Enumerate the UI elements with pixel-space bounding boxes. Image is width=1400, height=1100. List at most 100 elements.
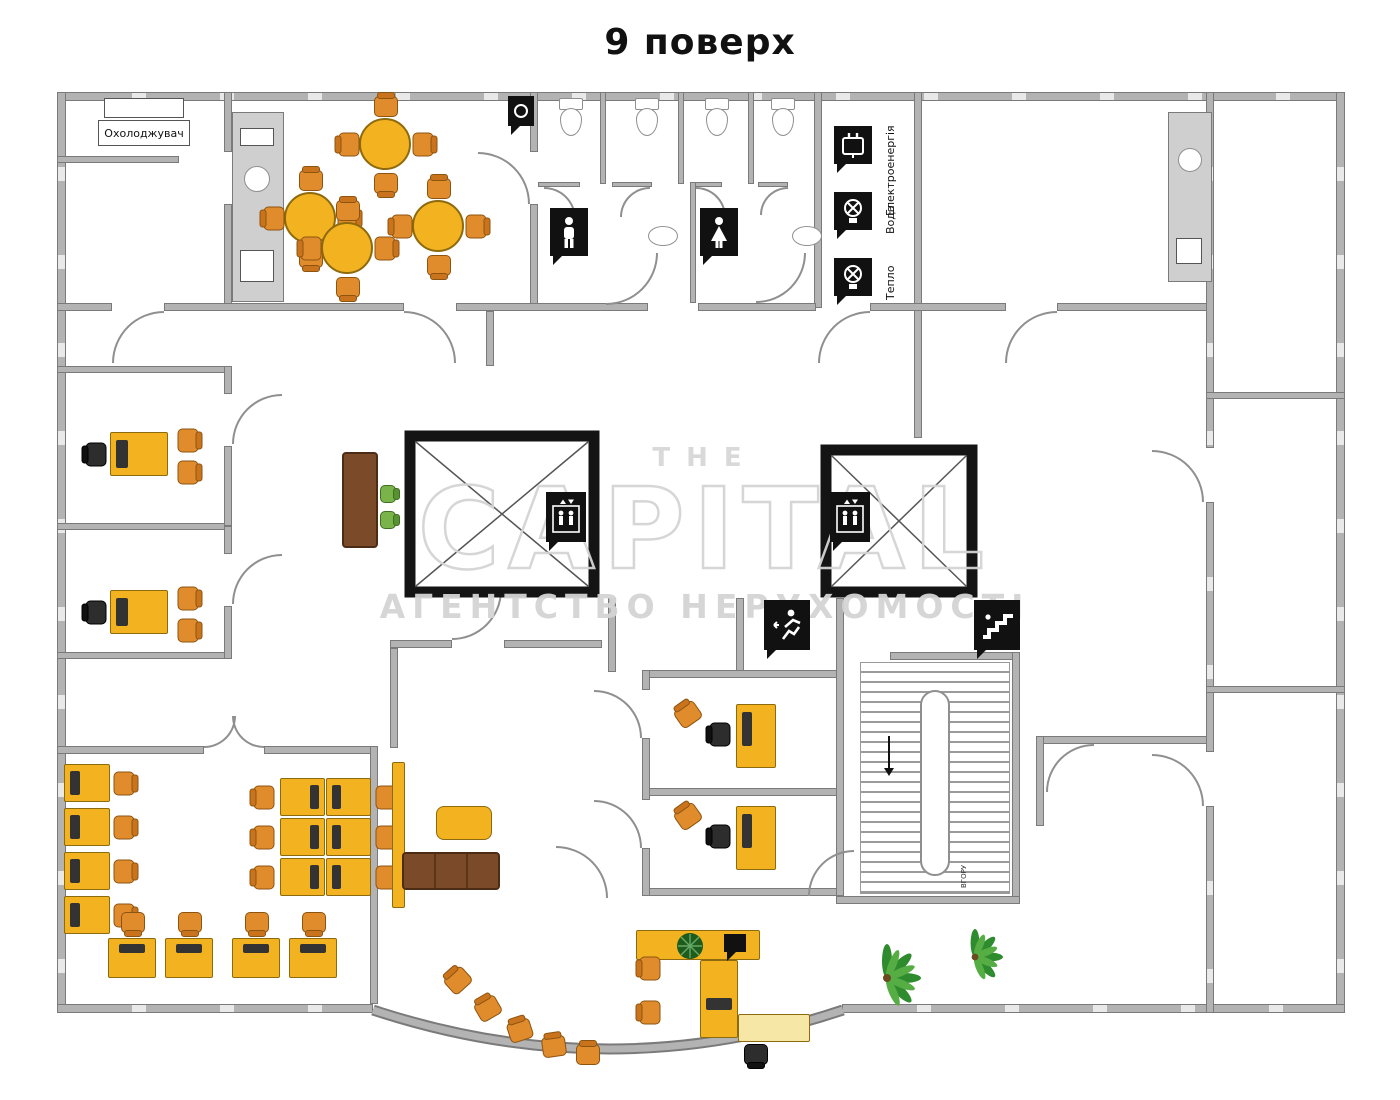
wall <box>758 182 788 187</box>
door-arc <box>232 554 282 604</box>
wall <box>57 746 204 754</box>
wall <box>1206 686 1345 693</box>
desk-plant <box>677 933 703 959</box>
round-table-group <box>337 92 434 194</box>
reception-printer <box>724 934 746 961</box>
male-restroom-icon <box>564 217 574 248</box>
monitor <box>310 825 319 849</box>
wall <box>224 204 232 308</box>
chair <box>380 485 396 503</box>
stair-direction-arrow <box>884 736 894 778</box>
palm-plant <box>882 944 921 1006</box>
stairs-sign <box>974 600 1020 659</box>
monitor <box>742 712 752 746</box>
door-arc <box>1152 450 1204 502</box>
wall <box>890 652 1018 660</box>
chair <box>302 912 326 933</box>
wall <box>224 92 232 152</box>
female-restroom-sign <box>700 208 738 265</box>
door-arc <box>1005 311 1057 363</box>
wall <box>224 366 232 394</box>
wall <box>642 670 844 678</box>
wall <box>1057 303 1208 311</box>
door-arc <box>760 187 788 215</box>
chair <box>177 586 199 611</box>
door-arc <box>808 850 854 896</box>
toilet <box>558 98 584 138</box>
chair <box>253 785 275 810</box>
monitor <box>332 785 341 809</box>
desk <box>280 858 325 896</box>
monitor <box>176 944 202 953</box>
wall <box>530 204 538 308</box>
chair <box>245 912 269 933</box>
chair <box>300 236 322 261</box>
chair <box>253 865 275 890</box>
kitchen-appliance <box>240 250 274 282</box>
chair <box>113 815 135 840</box>
wall <box>642 738 650 800</box>
wall <box>57 92 1345 101</box>
wall <box>836 896 1020 904</box>
chair <box>412 132 434 157</box>
monitor <box>116 440 128 468</box>
kitchen-sink <box>1178 148 1202 172</box>
monitor <box>243 944 269 953</box>
wall <box>57 1004 373 1013</box>
stair-rail <box>920 690 950 876</box>
wall <box>1336 92 1345 1013</box>
wall <box>608 598 616 672</box>
chair <box>540 1034 568 1059</box>
wall <box>642 848 650 896</box>
fixture-icon <box>514 104 528 118</box>
chair <box>672 699 704 730</box>
page-title: 9 поверх <box>604 22 796 63</box>
lounge-sofa <box>402 852 500 890</box>
door-arc <box>594 690 642 738</box>
water-box <box>834 192 872 239</box>
male-restroom-sign <box>550 208 588 265</box>
office-chair <box>709 722 731 747</box>
monitor <box>70 771 80 795</box>
wall <box>698 303 816 311</box>
chair <box>299 166 323 191</box>
exit-running-icon <box>773 609 801 640</box>
door-arc <box>818 311 870 363</box>
wall <box>390 640 452 648</box>
heat-label: Тепло <box>884 265 897 300</box>
kitchen-appliance <box>240 128 274 146</box>
monitor <box>119 944 145 953</box>
stairs-icon <box>983 614 1013 639</box>
chair <box>380 511 396 529</box>
wall <box>224 446 232 526</box>
wc-fixture-sign <box>508 96 534 135</box>
electricity-icon <box>842 133 864 158</box>
wall <box>57 156 179 163</box>
wall <box>678 92 684 184</box>
monitor <box>332 825 341 849</box>
monitor <box>706 998 732 1010</box>
chair <box>391 214 413 239</box>
door-arc <box>232 716 264 748</box>
wall <box>914 92 922 438</box>
round-table <box>359 118 411 170</box>
toilet <box>704 98 730 138</box>
chair <box>465 214 487 239</box>
bench-sofa <box>342 452 378 548</box>
chair <box>113 859 135 884</box>
wall <box>748 92 754 184</box>
kitchen-appliance <box>1176 238 1202 264</box>
chair <box>672 801 704 832</box>
door-arc <box>556 846 608 898</box>
toilet <box>770 98 796 138</box>
door-arc <box>1046 744 1094 792</box>
wall <box>57 523 231 530</box>
chair <box>178 912 202 933</box>
wall <box>642 670 650 690</box>
wall <box>57 303 112 311</box>
exit-sign <box>764 600 810 659</box>
elevator-shaft-left <box>404 430 600 598</box>
monitor <box>70 903 80 927</box>
chair <box>427 255 451 276</box>
